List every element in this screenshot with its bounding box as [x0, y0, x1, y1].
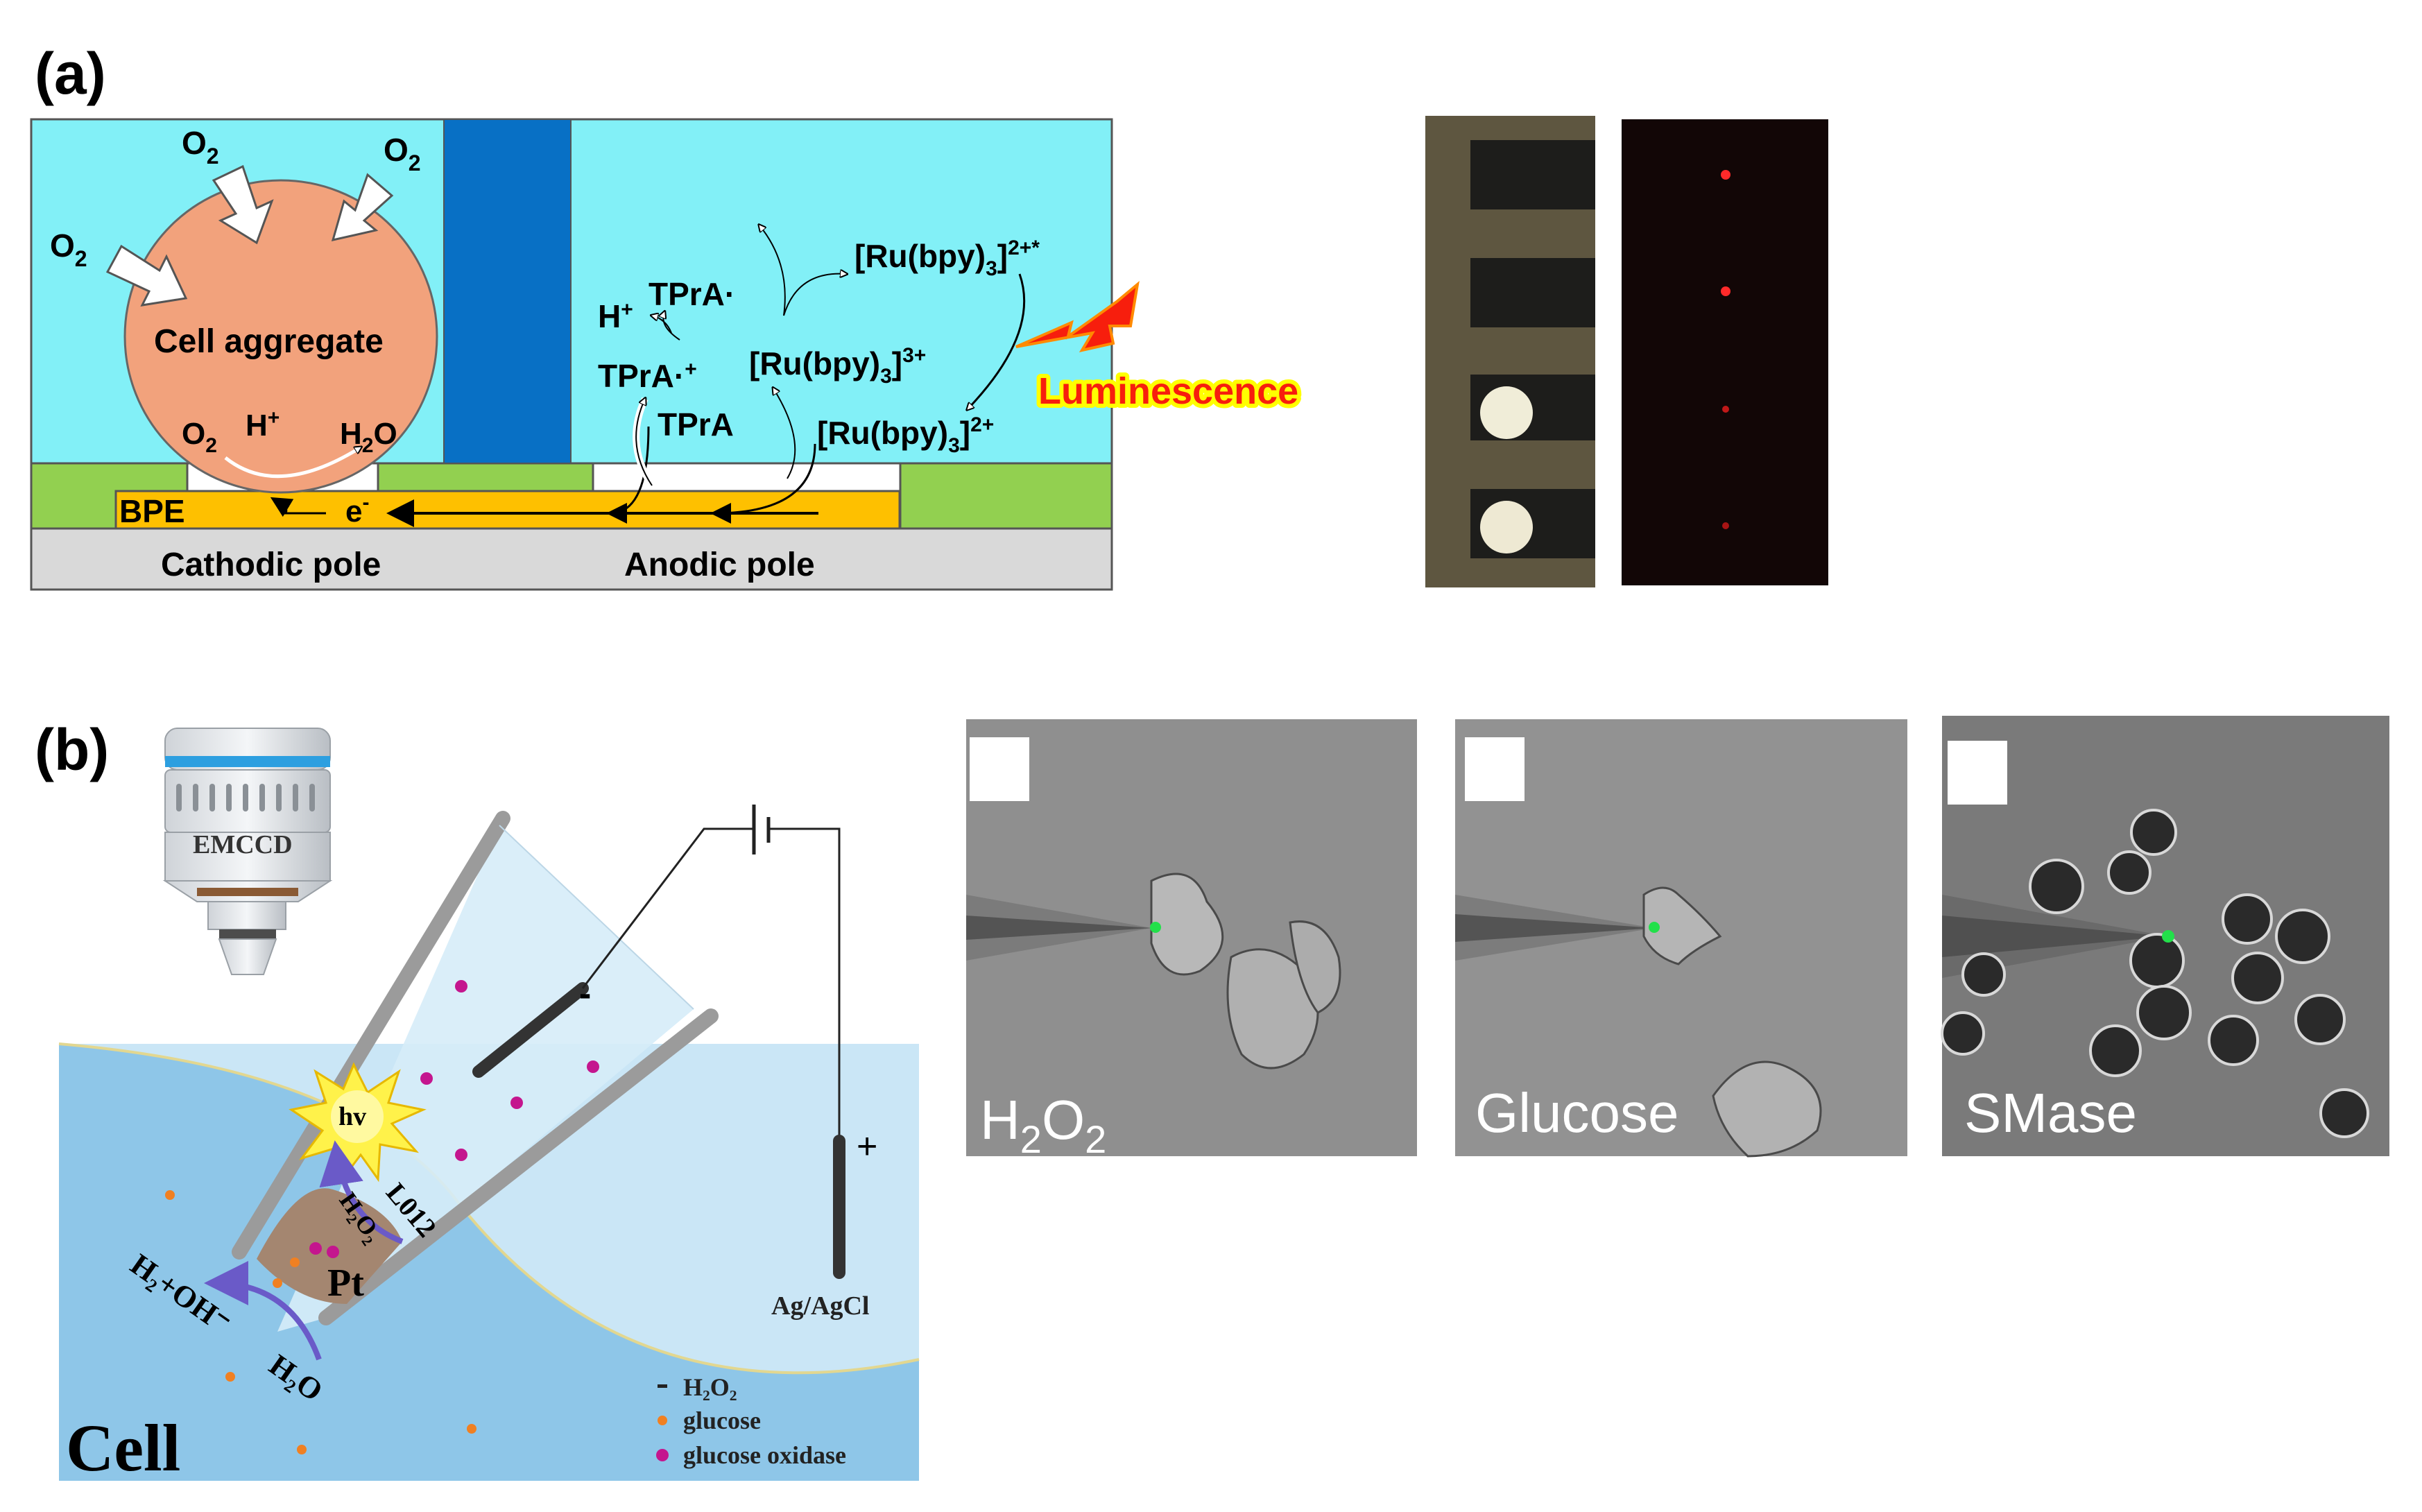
cell-label: Cell [66, 1411, 180, 1485]
panel-a-label: (a) [35, 41, 106, 106]
cell-aggregate [123, 179, 438, 494]
ag-agcl-label: Ag/AgCl [771, 1291, 869, 1321]
anodic-pole-label: Anodic pole [624, 547, 815, 583]
luminescence-label-halo: Luminescence [1038, 370, 1298, 412]
ru-oxidation-arrow [773, 388, 796, 479]
cell-membrane-region [59, 1044, 919, 1481]
o2-label-top: O2 [182, 125, 219, 169]
pipette-wall-right [318, 1008, 719, 1325]
bpe-schematic: O2 O2 O2 Cell aggregate O2 H+ H2O BPE e-… [30, 118, 1303, 591]
micrograph-h2o2 [966, 719, 1417, 1156]
o2-arrow-top [212, 164, 274, 245]
legend: H₂O₂ glucose glucose oxidase [656, 1373, 846, 1469]
h-plus-inner-label: H+ [246, 406, 280, 443]
cell-spot-2 [1480, 501, 1533, 553]
micrograph-smase-label: SMase [1964, 1082, 2137, 1144]
electron-feed-arrow-2 [710, 443, 816, 524]
cathodic-pole-label: Cathodic pole [161, 547, 381, 583]
h-plus-release-arrow [652, 316, 672, 334]
o2-label-left: O2 [50, 227, 87, 271]
legend-glucose-swatch [658, 1416, 667, 1425]
reference-electrode-plus: + [857, 1126, 877, 1167]
micrograph-glucose-label: Glucose [1475, 1082, 1678, 1144]
ru-2plus-label: [Ru(bpy)3]2+ [817, 413, 994, 457]
pipette-wall-left [232, 811, 510, 1260]
legend-h2o2: H₂O₂ [683, 1373, 737, 1401]
legend-glucose-oxidase: glucose oxidase [683, 1441, 846, 1469]
electron-label: e- [345, 491, 369, 529]
legend-glucose: glucose [683, 1407, 761, 1434]
tpra-radical-cation-label: TPrA·+ [598, 358, 697, 394]
electron-arrow-left-curve [270, 497, 326, 517]
micrograph-h2o2-label: H2O2 [980, 1089, 1106, 1161]
circuit-wire-right [768, 827, 841, 1144]
substrate [30, 527, 1113, 591]
bpe-label: BPE [119, 493, 185, 529]
tpra-radical-label: TPrA· [649, 276, 735, 312]
pt-label: Pt [327, 1262, 364, 1305]
h2o-inner-label: H2O [340, 417, 397, 457]
luminescence-label: Luminescence [1038, 370, 1298, 412]
radical-to-excited-arrow [783, 274, 846, 316]
green-layer-right [899, 462, 1113, 530]
solution-outside [59, 1044, 919, 1373]
ru-3plus-label: [Ru(bpy)3]3+ [749, 344, 926, 388]
h2o-to-h2-arrow [204, 1261, 322, 1361]
o2-inner-label: O2 [182, 417, 217, 457]
ecl-spot-1 [1721, 170, 1730, 180]
emccd-label: EMCCD [193, 830, 293, 859]
nanoelectrode-schematic: - + Ag/AgCl hv L012 H₂O₂ Pt H₂+OH⁻ H₂O C… [58, 728, 920, 1485]
panel-b-label: (b) [35, 717, 109, 782]
tpra-label: TPrA [658, 406, 734, 443]
l012-to-hv-arrow [319, 1140, 404, 1244]
lightning-bolt [1015, 281, 1140, 352]
cation-deprotonation-arrow [663, 312, 680, 341]
pipette-top-edge [499, 825, 694, 1010]
smase-cells [1941, 809, 2369, 1138]
bpe-electrode [114, 490, 901, 530]
radical-up-arrow [759, 225, 786, 316]
legend-h2o2-swatch [658, 1384, 667, 1388]
micrograph-smase [1941, 716, 2389, 1156]
ecl-spot-4 [1722, 522, 1729, 529]
electron-feed-arrow-1 [606, 426, 650, 524]
ecl-image [1622, 119, 1828, 585]
glucose-dots [165, 1190, 476, 1454]
bright-field-photo [1425, 116, 1595, 587]
internal-electrode-minus: - [579, 974, 591, 1014]
ecl-spot-2 [1721, 286, 1730, 296]
glucose-oxidase-dots [309, 980, 599, 1258]
microscope-objective [162, 728, 333, 975]
legend-oxidase-swatch [656, 1449, 669, 1461]
o2-arrow-left [105, 244, 188, 307]
micrograph-glucose [1455, 719, 1907, 1158]
cell-aggregate-label: Cell aggregate [154, 323, 384, 360]
o2-arrow-right [331, 173, 394, 242]
hv-label: hv [338, 1102, 366, 1131]
cell-spot-1 [1480, 386, 1533, 439]
pillar [443, 119, 572, 464]
circuit-wire-left [581, 827, 753, 989]
internal-electrode [472, 982, 589, 1078]
pipette-interior [277, 825, 694, 1332]
o2-label-right: O2 [384, 132, 421, 175]
tpra-to-cation-arrow-outline [635, 399, 653, 486]
reduction-arrow [224, 447, 361, 479]
ru-excited-label: [Ru(bpy)3]2+* [854, 237, 1040, 280]
h-plus-2-label: H+ [598, 298, 633, 334]
ecl-spot-3 [1722, 406, 1729, 413]
emission-curve-arrow [968, 273, 1026, 409]
